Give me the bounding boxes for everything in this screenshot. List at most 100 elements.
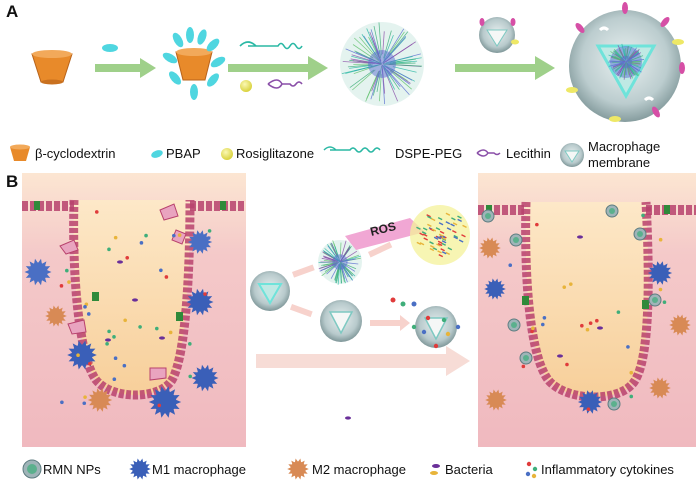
legend-b-m2-macrophage-icon xyxy=(287,459,309,480)
legend-a-dspe-peg-label: DSPE-PEG xyxy=(395,146,462,161)
cytokine-dot xyxy=(587,407,591,411)
cytokine-dot xyxy=(67,280,71,284)
m2-macrophage xyxy=(485,390,507,411)
bacteria xyxy=(577,235,583,238)
cytokine-dot xyxy=(659,238,663,242)
cytokine-dot xyxy=(530,330,534,334)
rmn-np xyxy=(608,398,620,410)
rmn-np xyxy=(482,210,494,222)
cytokine-dot xyxy=(562,285,566,289)
cytokine-dot xyxy=(65,269,69,273)
cytokine-dot xyxy=(95,210,99,214)
cytokine-dot xyxy=(543,316,547,320)
cytokine-dot xyxy=(60,284,64,288)
cytokine-dot xyxy=(401,302,406,307)
cytokine-dot xyxy=(641,214,645,218)
rmn-np xyxy=(634,228,646,240)
cytokine-dot xyxy=(113,377,117,381)
nanoparticle-core-fibers xyxy=(342,22,422,104)
cytokine-dot xyxy=(123,364,127,368)
cytokine-dot xyxy=(188,375,192,379)
legend-b-m2-macrophage-label: M2 macrophage xyxy=(312,462,406,477)
cytokine-dot xyxy=(88,362,92,366)
cytokine-dot xyxy=(76,353,80,357)
bacteria xyxy=(132,298,138,301)
cytokine-dot xyxy=(107,330,111,334)
cytokine-dot xyxy=(114,356,118,360)
rmn-np xyxy=(520,352,532,364)
cytokine-dot xyxy=(172,234,176,238)
cytokine-dot xyxy=(541,323,545,327)
legend-a-rosiglitazone-label: Rosiglitazone xyxy=(236,146,314,161)
cytokine-dot xyxy=(535,223,539,227)
cytokine-dot xyxy=(589,321,593,325)
rmn-np xyxy=(508,319,520,331)
rmn-np xyxy=(649,294,661,306)
cytokine-dot xyxy=(426,316,430,320)
legend-b-rmn-nps-label: RMN NPs xyxy=(43,462,101,477)
cytokine-dot xyxy=(412,302,417,307)
cytokine-dot xyxy=(105,342,109,346)
cytokine-dot xyxy=(82,401,86,405)
m1-macrophage xyxy=(187,289,214,315)
bacteria xyxy=(597,326,603,329)
cytokine-dot xyxy=(422,330,426,334)
cytokine-dot xyxy=(169,331,173,335)
m2-macrophage xyxy=(649,378,671,399)
final-np-core-fibers xyxy=(608,44,644,80)
cytokine-dot xyxy=(531,327,535,331)
cytokine-dot xyxy=(663,300,667,304)
ros-target-core-fibers xyxy=(319,240,361,284)
panel-b-label: B xyxy=(6,172,18,192)
cytokine-dot xyxy=(112,335,116,339)
cytokine-dot xyxy=(107,248,111,252)
cytokine-dot xyxy=(595,319,599,323)
cytokine-dot xyxy=(434,344,438,348)
bacteria xyxy=(159,336,165,339)
cytokine-dot xyxy=(60,400,64,404)
cytokine-dot xyxy=(629,395,633,399)
cytokine-dot xyxy=(83,395,87,399)
cytokine-dot xyxy=(83,305,87,309)
cytokine-dot xyxy=(586,328,590,332)
bacteria xyxy=(105,338,111,341)
cytokine-dot xyxy=(456,325,460,329)
cytokine-dot xyxy=(203,292,207,296)
m1-macrophage xyxy=(188,230,212,254)
cytokine-dot xyxy=(391,298,396,303)
m1-macrophage xyxy=(578,390,602,414)
legend-b-m1-macrophage-icon xyxy=(129,459,151,480)
cytokine-dot xyxy=(208,229,212,233)
cytokine-dot xyxy=(508,263,512,267)
cytokine-dot xyxy=(412,325,416,329)
cytokine-dot xyxy=(155,327,159,331)
m1-macrophage xyxy=(149,386,181,418)
m2-macrophage xyxy=(88,388,112,412)
legend-a-membrane-label-line2: membrane xyxy=(588,155,650,170)
legend-b-cytokines-label: Inflammatory cytokines xyxy=(541,462,674,477)
m2-macrophage xyxy=(669,315,691,336)
legend-a-membrane-label-line1: Macrophage xyxy=(588,139,660,154)
m1-macrophage xyxy=(192,365,219,391)
m2-macrophage xyxy=(45,306,67,327)
cytokine-dot xyxy=(565,363,569,367)
cytokine-dot xyxy=(569,282,573,286)
cytokine-dot xyxy=(114,236,118,240)
cytokine-dot xyxy=(165,275,169,279)
cytokine-dot xyxy=(446,332,450,336)
rmn-np xyxy=(606,205,618,217)
legend-b-rmn-np-icon xyxy=(23,460,41,478)
cytokine-dot xyxy=(123,319,127,323)
m1-macrophage xyxy=(648,261,672,285)
cytokine-dot xyxy=(87,312,91,316)
m1-macrophage xyxy=(25,259,52,285)
rmn-np xyxy=(510,234,522,246)
bacteria xyxy=(345,416,351,419)
cytokine-dot xyxy=(580,324,584,328)
legend-a-cyclodextrin-label: β-cyclodextrin xyxy=(35,146,115,161)
cytokine-dot xyxy=(157,404,161,408)
legend-b-m1-macrophage-label: M1 macrophage xyxy=(152,462,246,477)
m1-macrophage xyxy=(484,279,506,300)
cytokine-dot xyxy=(522,365,526,369)
